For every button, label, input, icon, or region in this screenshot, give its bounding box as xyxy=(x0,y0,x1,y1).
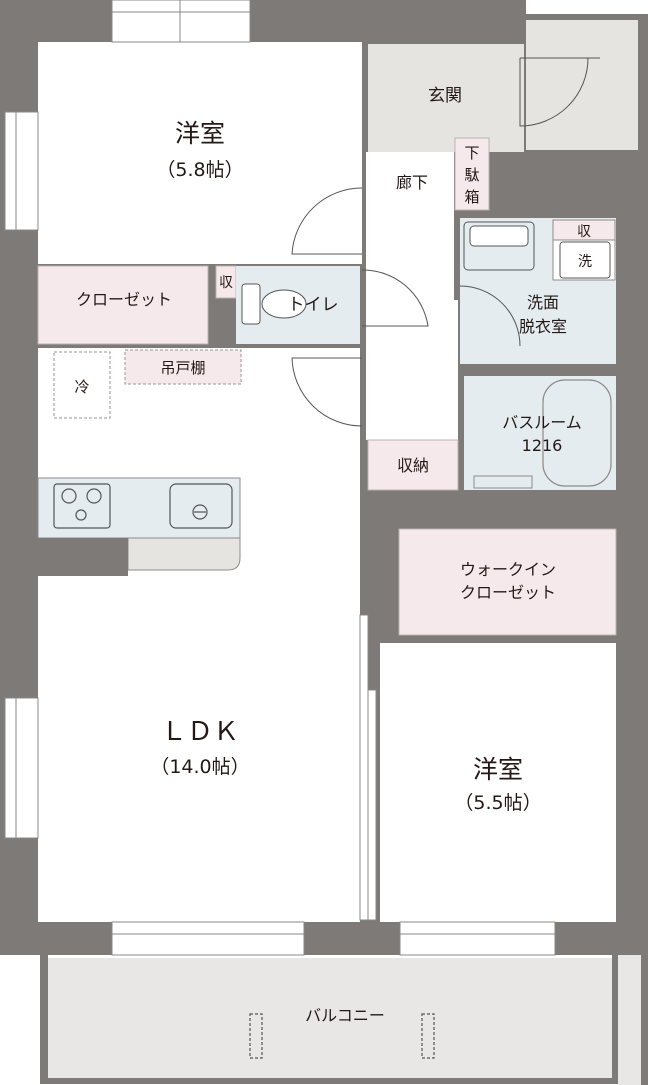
top-notch xyxy=(526,0,648,14)
balcony-parapet-right xyxy=(612,955,618,1083)
getabako-cabinet xyxy=(454,137,490,211)
bathtub xyxy=(542,379,612,487)
stove-icon xyxy=(53,483,111,529)
window-bottom-1 xyxy=(111,921,305,956)
window-top xyxy=(111,0,251,43)
closet1-label: クローゼット xyxy=(76,290,172,309)
washer-label: 洗 xyxy=(578,254,592,270)
ldk-door-swing xyxy=(291,357,363,427)
closet-1 xyxy=(37,265,209,345)
burner-1 xyxy=(61,488,77,504)
small-storage-label: 収 xyxy=(219,275,233,291)
balcony-wall-left xyxy=(0,955,42,1085)
wash-door-swing xyxy=(459,285,521,347)
western2-size: （5.5帖） xyxy=(454,792,541,814)
getabako-label-1: 下 xyxy=(464,144,479,162)
burner-2 xyxy=(86,488,102,504)
balcony-right-edge xyxy=(641,955,648,1085)
western1-size: （5.8帖） xyxy=(156,159,243,181)
sink-icon xyxy=(169,483,233,529)
wic-label-1: ウォークイン xyxy=(460,560,556,579)
sliding-door-b xyxy=(367,689,377,921)
sliding-door-a xyxy=(359,614,369,921)
window-left-2 xyxy=(4,697,39,839)
entrance-porch xyxy=(526,20,638,150)
storage-label: 収納 xyxy=(397,456,429,475)
balcony-parapet-left xyxy=(40,955,48,1083)
senmen-label-1: 洗面 xyxy=(527,293,559,312)
western1-name: 洋室 xyxy=(175,119,225,148)
sink-drain xyxy=(192,504,208,520)
bath-step xyxy=(473,475,533,489)
ldk-area xyxy=(38,348,360,922)
hall-label: 廊下 xyxy=(396,173,428,192)
toilet-tank xyxy=(241,283,261,325)
window-left-1 xyxy=(4,111,39,231)
toilet-bowl xyxy=(261,289,307,319)
vanity-basin xyxy=(469,225,529,247)
toilet-label: トイレ xyxy=(288,295,339,315)
tsuritodana-label: 吊戸棚 xyxy=(160,359,205,377)
genkan-area xyxy=(368,44,524,152)
bath-label-1: バスルーム xyxy=(502,413,582,432)
drain-right xyxy=(421,1013,435,1059)
western-room-2 xyxy=(380,643,616,922)
walk-in-closet xyxy=(398,528,617,636)
hall-lower xyxy=(366,300,458,440)
burner-3 xyxy=(75,509,87,521)
storage-area xyxy=(367,439,459,491)
balcony-parapet-bottom xyxy=(40,1078,618,1084)
balcony-label: バルコニー xyxy=(305,1006,385,1025)
ldk-size: （14.0帖） xyxy=(150,756,249,778)
bath-label-2: 1216 xyxy=(522,436,563,455)
entrance-door-swing xyxy=(519,57,589,127)
washer-storage xyxy=(552,219,616,241)
drain-left xyxy=(249,1013,263,1059)
room1-door-swing xyxy=(291,187,363,255)
counter-ext xyxy=(127,537,241,571)
getabako-label-3: 箱 xyxy=(464,188,479,206)
western-room-1 xyxy=(38,42,362,264)
wash-storage-label: 収 xyxy=(577,224,591,240)
ldk-name: ＬＤＫ xyxy=(161,717,239,747)
senmen-label-2: 脱衣室 xyxy=(519,317,567,336)
window-bottom-2 xyxy=(399,921,556,956)
wic-label-2: クローゼット xyxy=(460,583,556,602)
fridge-label: 冷 xyxy=(74,378,89,396)
washer-pan xyxy=(559,241,611,279)
ldk-wall-stub xyxy=(38,538,128,576)
genkan-label: 玄関 xyxy=(428,86,462,106)
toilet-door-swing xyxy=(361,269,429,327)
western2-name: 洋室 xyxy=(473,755,523,784)
tsuritodana-cabinet xyxy=(124,349,242,385)
fridge-space xyxy=(53,351,111,419)
balcony-area xyxy=(42,958,616,1083)
getabako-label-2: 駄 xyxy=(464,166,479,184)
